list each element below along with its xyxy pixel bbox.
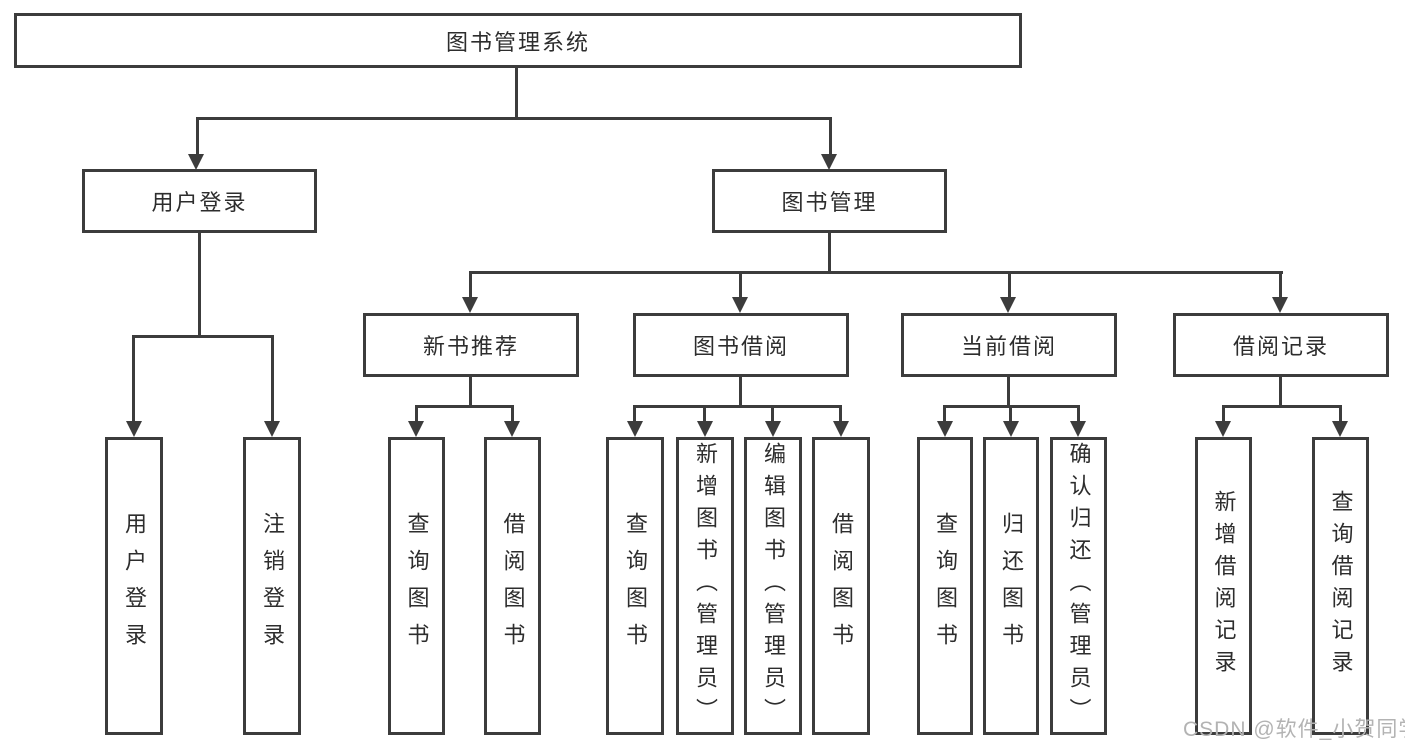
node-book-borrow-label: 图书借阅 bbox=[692, 334, 789, 359]
leaf-query-borrow-record: 查询借阅记录 bbox=[1312, 437, 1369, 735]
leaf-label: 查询借阅记录 bbox=[1328, 490, 1354, 682]
leaf-borrow-books-recommend: 借阅图书 bbox=[484, 437, 541, 735]
node-borrow-records: 借阅记录 bbox=[1173, 313, 1389, 377]
arrow-down-icon bbox=[264, 421, 280, 437]
arrow-down-icon bbox=[1003, 421, 1019, 437]
arrow-down-icon bbox=[1332, 421, 1348, 437]
arrow-down-icon bbox=[1000, 297, 1016, 313]
connector-root-right-drop bbox=[829, 117, 832, 157]
leaf-label: 借阅图书 bbox=[829, 512, 854, 660]
leaf-query-books-recommend: 查询图书 bbox=[388, 437, 445, 735]
node-root-label: 图书管理系统 bbox=[445, 29, 590, 55]
leaf-query-books-current: 查询图书 bbox=[917, 437, 973, 735]
connector-bookmgmt-drop-4 bbox=[1279, 271, 1282, 299]
leaf-add-books-admin: 新增图书（管理员） bbox=[676, 437, 734, 735]
connector-bookborrow-drop-1 bbox=[633, 405, 636, 423]
arrow-down-icon bbox=[188, 154, 204, 170]
arrow-down-icon bbox=[126, 421, 142, 437]
leaf-label: 新增借阅记录 bbox=[1211, 490, 1237, 682]
connector-root-stem bbox=[515, 68, 518, 118]
leaf-label: 归还图书 bbox=[999, 512, 1024, 660]
connector-borrowrecords-stem bbox=[1279, 377, 1282, 408]
leaf-label: 查询图书 bbox=[933, 512, 958, 660]
connector-userlogin-drop-1 bbox=[132, 335, 135, 423]
connector-currentborrow-stem bbox=[1007, 377, 1010, 408]
connector-bookmgmt-drop-3 bbox=[1008, 271, 1011, 299]
node-new-book-recommend: 新书推荐 bbox=[363, 313, 579, 377]
node-book-management: 图书管理 bbox=[712, 169, 947, 233]
leaf-user-login-label: 用户登录 bbox=[122, 512, 147, 660]
arrow-down-icon bbox=[1272, 297, 1288, 313]
connector-bookmgmt-drop-1 bbox=[469, 271, 472, 299]
connector-borrowrecords-drop-2 bbox=[1339, 405, 1342, 423]
connector-bookmgmt-stem bbox=[828, 233, 831, 273]
node-root: 图书管理系统 bbox=[14, 13, 1022, 68]
arrow-down-icon bbox=[462, 297, 478, 313]
arrow-down-icon bbox=[833, 421, 849, 437]
node-user-login-label: 用户登录 bbox=[151, 190, 248, 215]
arrow-down-icon bbox=[408, 421, 424, 437]
csdn-watermark: CSDN @软件_小贺同学 bbox=[1183, 718, 1405, 741]
arrow-down-icon bbox=[937, 421, 953, 437]
connector-userlogin-rail bbox=[132, 335, 274, 338]
connector-bookborrow-drop-3 bbox=[771, 405, 774, 423]
arrow-down-icon bbox=[627, 421, 643, 437]
leaf-confirm-return-admin: 确认归还（管理员） bbox=[1050, 437, 1107, 735]
arrow-down-icon bbox=[1215, 421, 1231, 437]
leaf-label: 确认归还（管理员） bbox=[1066, 442, 1092, 730]
arrow-down-icon bbox=[732, 297, 748, 313]
node-book-borrow: 图书借阅 bbox=[633, 313, 849, 377]
connector-currentborrow-drop-1 bbox=[943, 405, 946, 423]
leaf-query-books-borrow: 查询图书 bbox=[606, 437, 664, 735]
connector-newbook-drop-1 bbox=[415, 405, 418, 423]
connector-userlogin-drop-2 bbox=[271, 335, 274, 423]
leaf-edit-books-admin: 编辑图书（管理员） bbox=[744, 437, 802, 735]
connector-bookborrow-drop-4 bbox=[839, 405, 842, 423]
leaf-logout: 注销登录 bbox=[243, 437, 301, 735]
leaf-borrow-books: 借阅图书 bbox=[812, 437, 870, 735]
connector-userlogin-stem bbox=[198, 233, 201, 337]
connector-borrowrecords-rail bbox=[1222, 405, 1342, 408]
arrow-down-icon bbox=[697, 421, 713, 437]
connector-currentborrow-drop-2 bbox=[1009, 405, 1012, 423]
leaf-label: 查询图书 bbox=[623, 512, 648, 660]
leaf-label: 查询图书 bbox=[404, 512, 430, 660]
connector-bookborrow-stem bbox=[739, 377, 742, 408]
connector-root-rail bbox=[196, 117, 832, 120]
node-current-borrow: 当前借阅 bbox=[901, 313, 1117, 377]
leaf-user-login: 用户登录 bbox=[105, 437, 163, 735]
leaf-add-borrow-record: 新增借阅记录 bbox=[1195, 437, 1252, 735]
arrow-down-icon bbox=[1070, 421, 1086, 437]
arrow-down-icon bbox=[504, 421, 520, 437]
arrow-down-icon bbox=[765, 421, 781, 437]
leaf-return-books: 归还图书 bbox=[983, 437, 1039, 735]
node-user-login: 用户登录 bbox=[82, 169, 317, 233]
arrow-down-icon bbox=[821, 154, 837, 170]
connector-bookborrow-drop-2 bbox=[703, 405, 706, 423]
connector-newbook-rail bbox=[415, 405, 514, 408]
connector-borrowrecords-drop-1 bbox=[1222, 405, 1225, 423]
connector-bookmgmt-rail bbox=[469, 271, 1283, 274]
connector-newbook-drop-2 bbox=[511, 405, 514, 423]
connector-root-left-drop bbox=[196, 117, 199, 157]
node-new-book-recommend-label: 新书推荐 bbox=[422, 334, 519, 359]
node-borrow-records-label: 借阅记录 bbox=[1232, 334, 1329, 359]
leaf-label: 借阅图书 bbox=[500, 512, 526, 660]
connector-bookmgmt-drop-2 bbox=[739, 271, 742, 299]
node-current-borrow-label: 当前借阅 bbox=[960, 334, 1057, 359]
node-book-management-label: 图书管理 bbox=[781, 190, 878, 215]
leaf-label: 新增图书（管理员） bbox=[693, 442, 718, 730]
leaf-label: 编辑图书（管理员） bbox=[761, 442, 786, 730]
leaf-logout-label: 注销登录 bbox=[260, 512, 285, 660]
connector-currentborrow-drop-3 bbox=[1077, 405, 1080, 423]
connector-newbook-stem bbox=[469, 377, 472, 408]
connector-bookborrow-rail bbox=[633, 405, 842, 408]
